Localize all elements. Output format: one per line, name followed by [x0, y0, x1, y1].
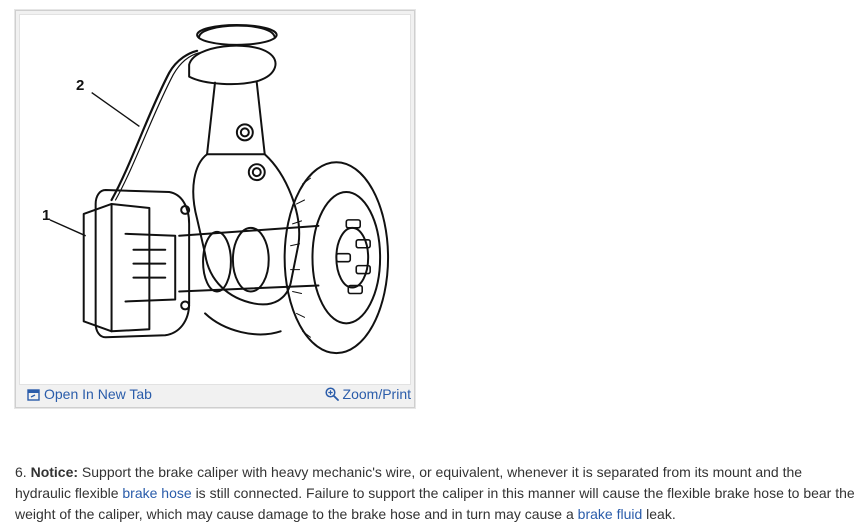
callout-label-2: 2	[76, 77, 85, 94]
rotor-hub	[335, 226, 370, 289]
zoom-print-label: Zoom/Print	[342, 386, 411, 402]
brake-fluid-link[interactable]: brake fluid	[577, 506, 643, 522]
strut-top-dome	[198, 24, 276, 38]
caliper-bolt-upper	[180, 204, 191, 215]
magnifier-zoom-icon	[324, 387, 339, 401]
figure-toolbar: Open In New Tab Zoom/Print	[16, 383, 414, 407]
notice-label: Notice:	[30, 464, 79, 480]
knuckle-bolt-upper	[235, 123, 254, 142]
brake-rotor-inner	[311, 191, 382, 325]
rotor-vents	[290, 177, 311, 338]
callout-2-leader	[91, 92, 140, 127]
knuckle-bolt-lower	[247, 163, 266, 182]
open-in-new-tab-label: Open In New Tab	[44, 386, 152, 402]
notice-paragraph: 6. Notice: Support the brake caliper wit…	[15, 462, 855, 525]
strut-tube	[206, 81, 266, 156]
external-window-icon	[27, 388, 40, 401]
zoom-print-link[interactable]: Zoom/Print	[324, 385, 411, 403]
brake-rotor-outer	[283, 161, 390, 355]
strut-top-ellipse	[196, 23, 278, 46]
wheel-studs	[335, 219, 371, 295]
figure-container: 2 1 Open In New Tab Zoom/Print	[15, 10, 415, 408]
support-wire	[110, 49, 199, 202]
notice-text-3: leak.	[646, 506, 676, 522]
notice-text-1: Support the brake caliper with heavy mec…	[15, 464, 803, 501]
brake-hose-link[interactable]: brake hose	[122, 485, 192, 501]
step-number: 6.	[15, 464, 27, 480]
hub-shaft	[178, 224, 320, 293]
open-in-new-tab-link[interactable]: Open In New Tab	[27, 385, 152, 403]
callout-label-1: 1	[42, 207, 51, 224]
steering-knuckle	[192, 153, 301, 306]
hub-bearing	[231, 226, 270, 293]
brake-caliper	[82, 202, 113, 333]
callout-1-leader	[49, 219, 86, 237]
lower-arm	[204, 312, 282, 336]
brake-caliper-diagram: 2 1	[19, 14, 411, 385]
caliper-bolt-lower	[180, 300, 191, 311]
strut-upper-seat	[188, 44, 277, 86]
diagram-drawing	[49, 23, 390, 355]
caliper-bracket	[94, 189, 191, 339]
